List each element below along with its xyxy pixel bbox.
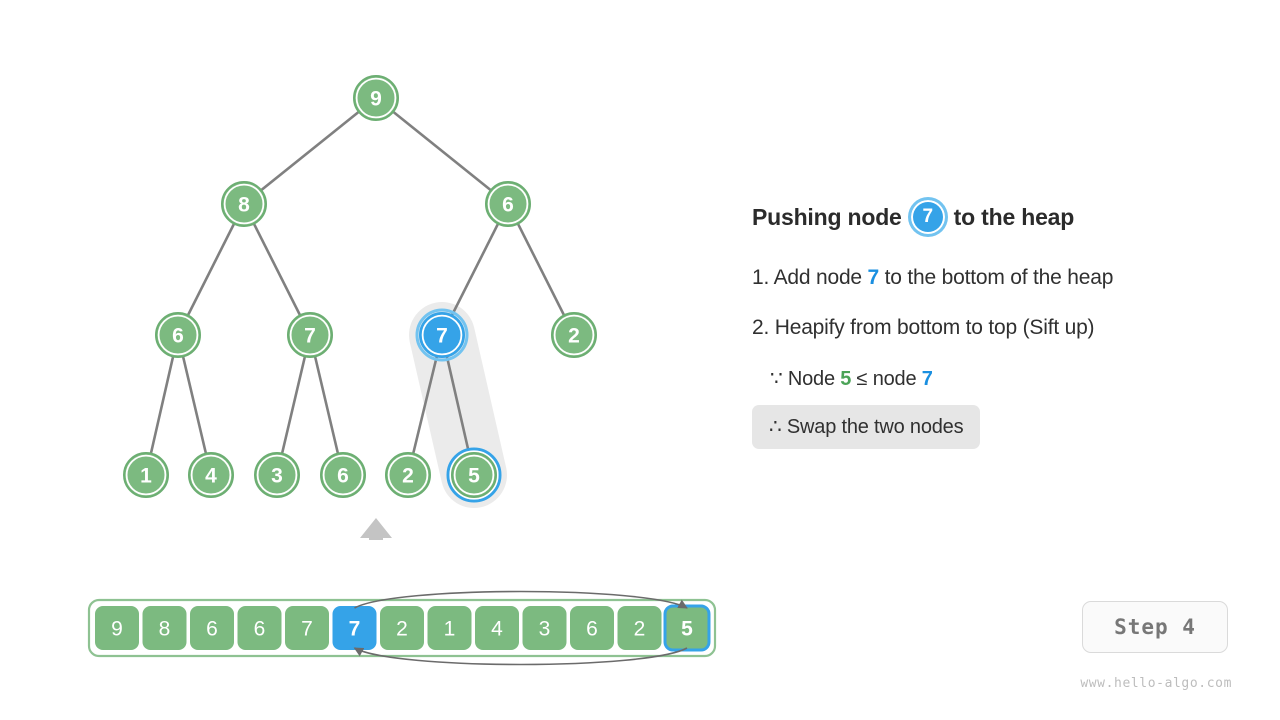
array-cell: 4 <box>475 606 519 650</box>
array-container <box>87 598 717 658</box>
step-item-2: 2. Heapify from bottom to top (Sift up) <box>752 316 1252 340</box>
step-badge: Step 4 <box>1082 601 1228 653</box>
tree-node: 6 <box>155 312 201 358</box>
tree-edge <box>242 96 377 206</box>
panel-title: Pushing node 7 to the heap <box>752 200 1252 234</box>
tree-node: 2 <box>551 312 597 358</box>
tree-edge <box>242 203 312 337</box>
tree-nodes: 9 8 6 6 7 7 2 1 4 3 6 2 5 <box>123 75 597 503</box>
tree-node: 6 <box>485 181 531 227</box>
step-1-suffix: to the bottom of the heap <box>879 266 1114 289</box>
tree-node: 1 <box>123 452 169 498</box>
panel-title-prefix: Pushing node <box>752 203 902 230</box>
tree-node: 4 <box>188 452 234 498</box>
tree-edge <box>308 334 348 477</box>
reason-prefix: ∵ Node <box>770 368 841 390</box>
tree-node-label: 1 <box>140 465 152 488</box>
tree-edge <box>141 334 180 477</box>
tree-node: 3 <box>254 452 300 498</box>
tree-node-label: 6 <box>502 194 514 217</box>
array-cell: 9 <box>95 606 139 650</box>
inline-node-badge: 7 <box>910 200 945 234</box>
tree-node-label: 9 <box>370 88 382 111</box>
array-cell: 6 <box>237 606 282 650</box>
tree-node: 8 <box>221 181 267 227</box>
tree-edges <box>141 96 576 477</box>
array-cell-label: 7 <box>301 618 313 641</box>
tree-node: 2 <box>385 452 431 498</box>
site-footer: www.hello-algo.com <box>1080 676 1232 691</box>
reason-mid: ≤ node <box>851 368 922 390</box>
tree-node-label: 4 <box>205 465 217 488</box>
tree-node-label: 7 <box>304 325 316 348</box>
reason-line: ∵ Node 5 ≤ node 7 <box>770 366 1252 391</box>
tree-edge <box>506 203 576 337</box>
tree-edge <box>176 203 246 337</box>
array-cell: 6 <box>190 606 234 650</box>
array-cell-label: 2 <box>396 618 408 641</box>
array-cell-label: 9 <box>111 618 123 641</box>
array-cell: 5 <box>663 604 711 652</box>
step-1-prefix: 1. Add node <box>752 266 868 289</box>
step-item-1: 1. Add node 7 to the bottom of the heap <box>752 266 1252 290</box>
array-cell: 7 <box>332 606 377 650</box>
step-2-prefix: 2. Heapify from bottom to top (Sift up) <box>752 316 1095 339</box>
tree-node-label: 2 <box>402 465 414 488</box>
panel-title-suffix: to the heap <box>953 203 1075 230</box>
array-cell-label: 1 <box>444 618 456 641</box>
tree-node: 7 <box>415 308 469 362</box>
tree-node: 7 <box>287 312 333 358</box>
array-cell: 2 <box>617 606 662 650</box>
reason-right-value: 7 <box>921 368 933 390</box>
tree-edge <box>375 96 510 206</box>
tree-node-label: 6 <box>337 465 349 488</box>
conclusion-line: ∴ Swap the two nodes <box>752 405 981 449</box>
array-cell-label: 5 <box>681 618 693 641</box>
array-swap-arrow <box>353 590 688 666</box>
tree-node-label: 2 <box>568 325 580 348</box>
tree-node-label: 7 <box>436 325 448 348</box>
array-cell-label: 3 <box>539 618 551 641</box>
array-cell-label: 4 <box>491 618 503 641</box>
explanation-panel: Pushing node 7 to the heap 1. Add node 7… <box>752 200 1252 449</box>
tree-node-label: 8 <box>238 194 250 217</box>
heap-array: 9 8 6 6 7 7 2 1 4 3 6 2 5 <box>87 590 717 666</box>
array-cell-label: 8 <box>159 618 171 641</box>
tree-node-label: 5 <box>468 465 480 488</box>
array-cell-label: 6 <box>586 618 598 641</box>
tree-node-label: 3 <box>271 465 283 488</box>
array-cell: 7 <box>285 606 329 650</box>
array-cell-label: 6 <box>254 618 266 641</box>
tree-array-link-arrow <box>360 518 392 540</box>
array-cell: 6 <box>570 606 614 650</box>
steps-list: 1. Add node 7 to the bottom of the heap … <box>752 266 1252 449</box>
array-cell-label: 2 <box>634 618 646 641</box>
array-cell: 1 <box>427 606 472 650</box>
tree-node: 5 <box>446 447 502 503</box>
step-1-value: 7 <box>867 266 880 289</box>
reason-left-value: 5 <box>840 368 852 390</box>
array-cell: 2 <box>380 606 424 650</box>
tree-node-label: 6 <box>172 325 184 348</box>
tree-node: 6 <box>320 452 366 498</box>
tree-edge <box>176 334 216 477</box>
array-cell: 3 <box>522 606 567 650</box>
array-cell: 8 <box>142 606 187 650</box>
array-cell-label: 6 <box>206 618 218 641</box>
binary-heap-tree: 9 8 6 6 7 7 2 1 4 3 6 2 5 <box>123 75 597 540</box>
tree-node: 9 <box>353 75 399 121</box>
array-cell-label: 7 <box>349 618 361 641</box>
tree-edge <box>272 334 312 477</box>
